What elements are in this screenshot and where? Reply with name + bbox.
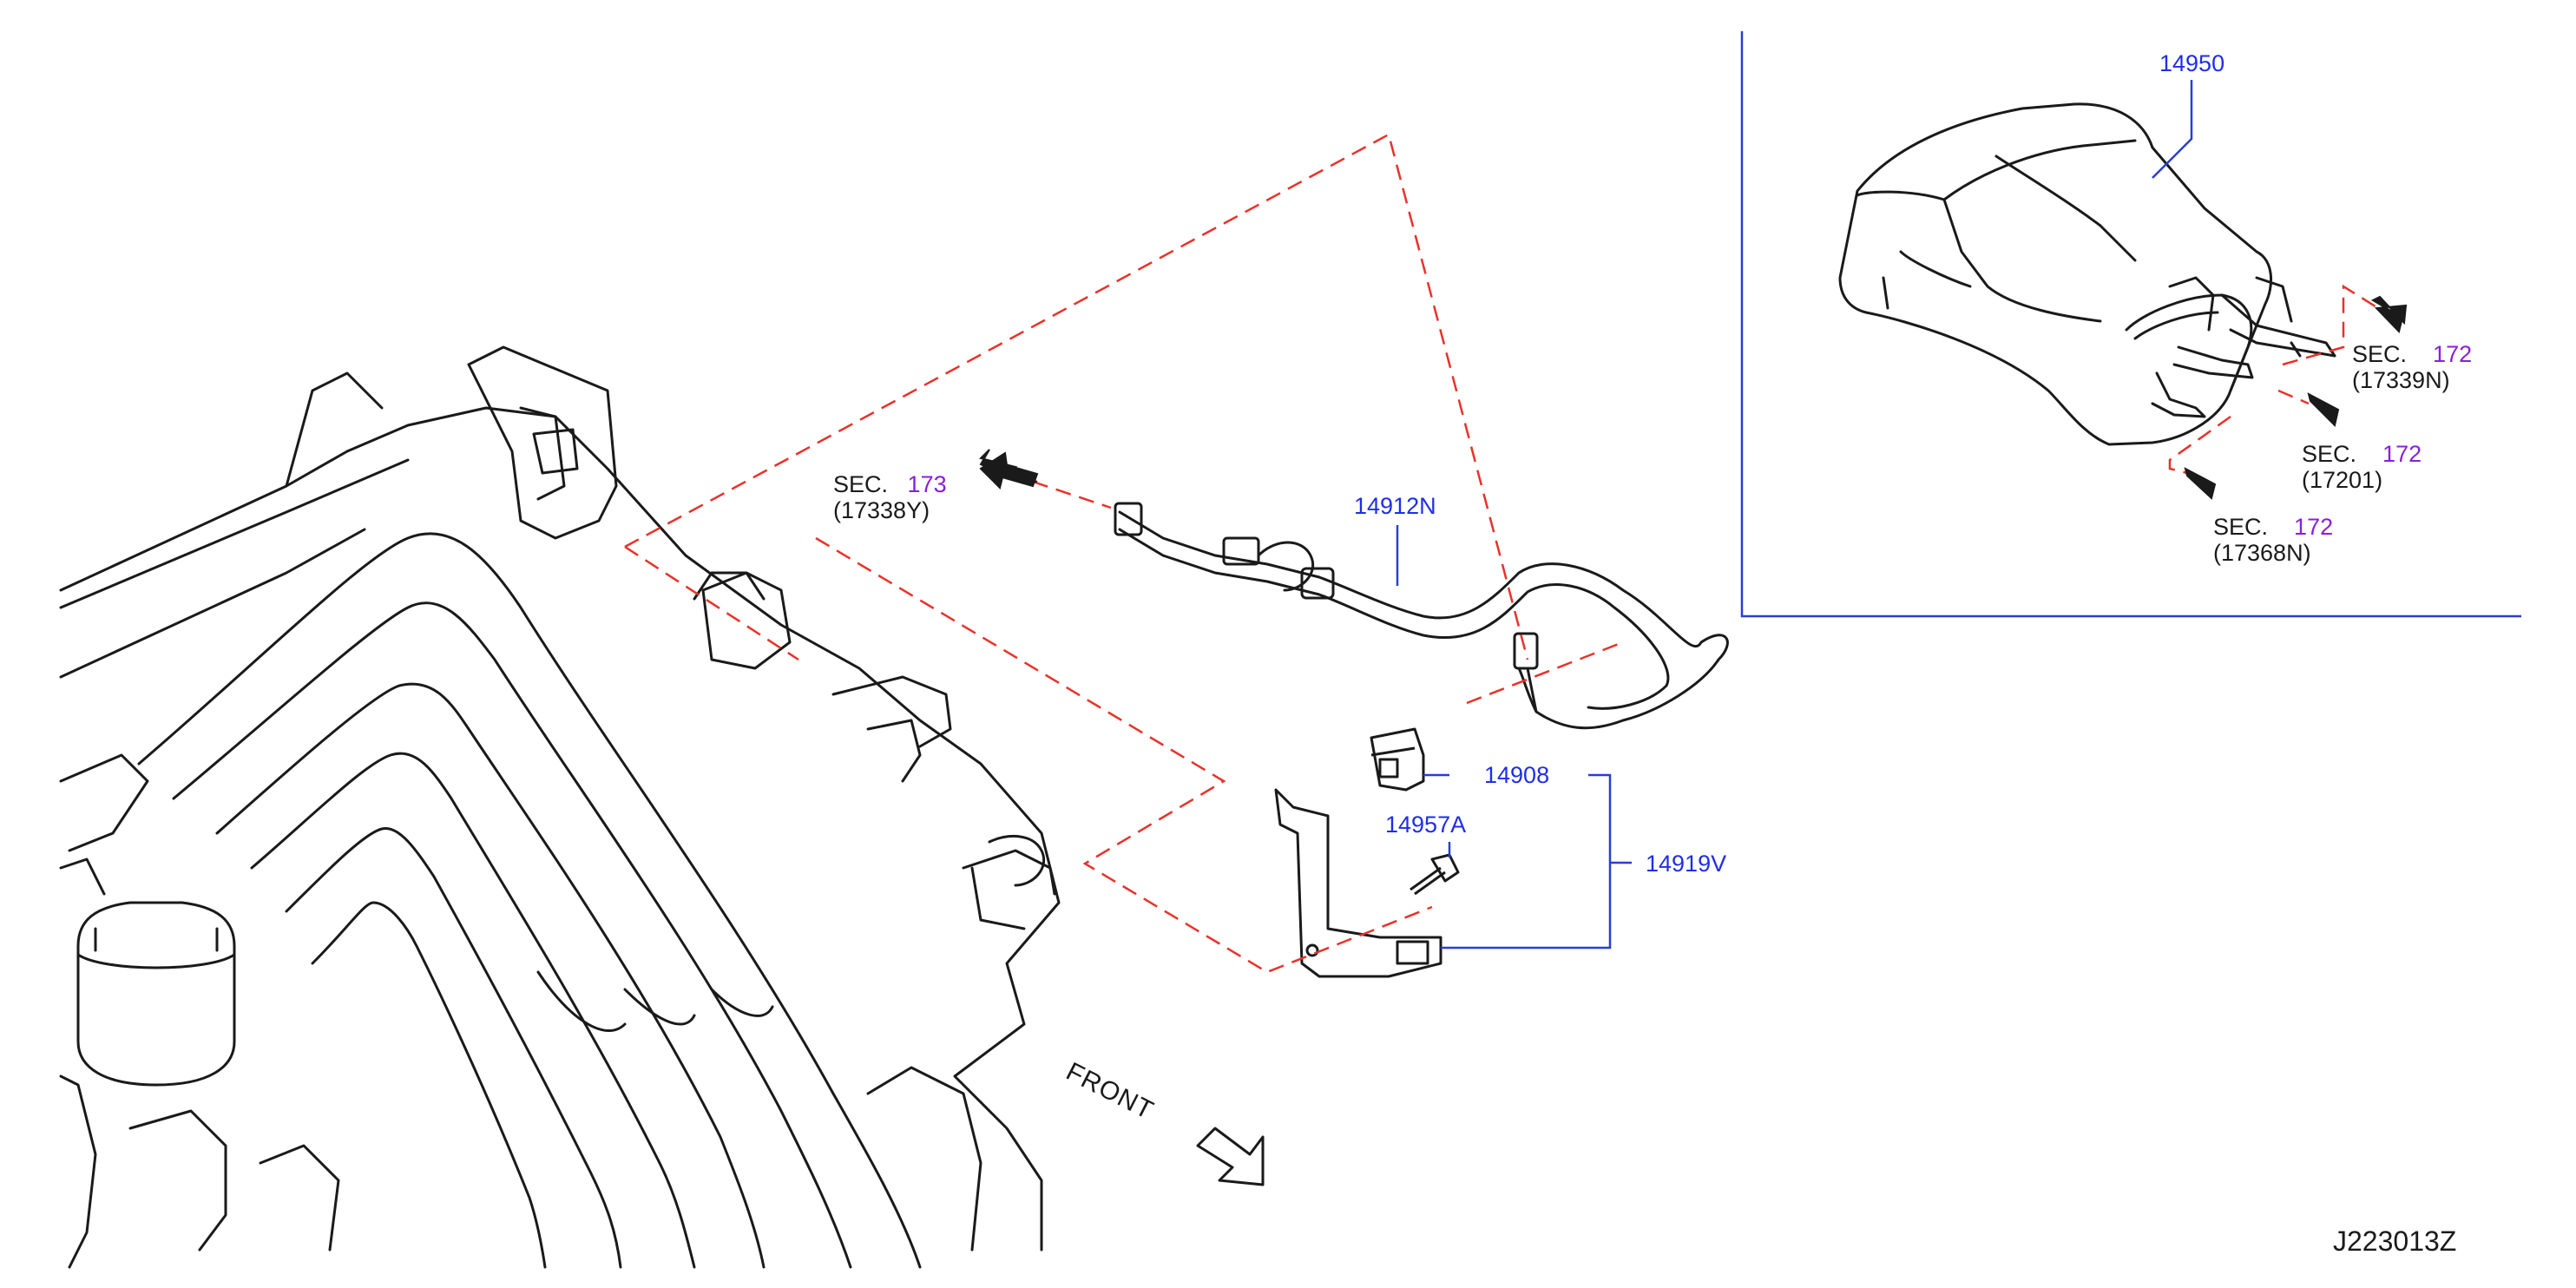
section-prefix: SEC. <box>2302 441 2357 467</box>
section-number: 172 <box>2294 514 2334 540</box>
section-part-ref: (17339N) <box>2352 367 2450 393</box>
section-prefix: SEC. <box>2352 341 2408 367</box>
section-part-ref: (17338Y) <box>833 497 930 523</box>
part-number-14919v: 14919V <box>1646 851 1727 877</box>
arrow-sec-172-low <box>2184 467 2217 500</box>
section-number: 173 <box>907 471 947 497</box>
bolt-14957a <box>1410 853 1460 896</box>
part-number-14912n: 14912N <box>1354 493 1436 519</box>
arrow-sec-172-top <box>2370 295 2408 333</box>
front-arrow-icon <box>1196 1127 1265 1186</box>
drawing-code: J223013Z <box>2333 1226 2457 1257</box>
section-ref-172-17339n: SEC. 172 (17339N) <box>2352 341 2472 393</box>
section-prefix: SEC. <box>833 471 889 497</box>
part-number-14908: 14908 <box>1484 762 1550 788</box>
section-part-ref: (17368N) <box>2213 540 2311 566</box>
direction-arrows <box>979 295 2408 500</box>
hose-clamp-14908 <box>1370 727 1425 792</box>
part-number-14950: 14950 <box>2159 50 2225 76</box>
engine-intake-manifold <box>59 345 1061 1269</box>
evap-canister-14950 <box>1838 102 2336 446</box>
arrow-sec-173-head <box>979 451 1039 490</box>
bracket-14919v <box>1274 788 1442 978</box>
front-arrow <box>1196 1127 1265 1186</box>
section-number: 172 <box>2382 441 2422 467</box>
arrow-sec-172-mid <box>2307 392 2340 427</box>
section-number: 172 <box>2433 341 2473 367</box>
section-ref-173: SEC. 173 (17338Y) <box>833 471 947 523</box>
section-ref-172-17201: SEC. 172 (17201) <box>2302 441 2422 493</box>
section-part-ref: (17201) <box>2302 467 2383 493</box>
leader-lines <box>1396 80 2193 950</box>
inset-frame <box>1740 31 2521 618</box>
section-ref-172-17368n: SEC. 172 (17368N) <box>2213 514 2333 566</box>
dashed-guides <box>624 133 2379 974</box>
section-prefix: SEC. <box>2213 514 2269 540</box>
part-number-14957a: 14957A <box>1385 812 1467 838</box>
vapor-hose-14912n <box>1114 502 1729 730</box>
